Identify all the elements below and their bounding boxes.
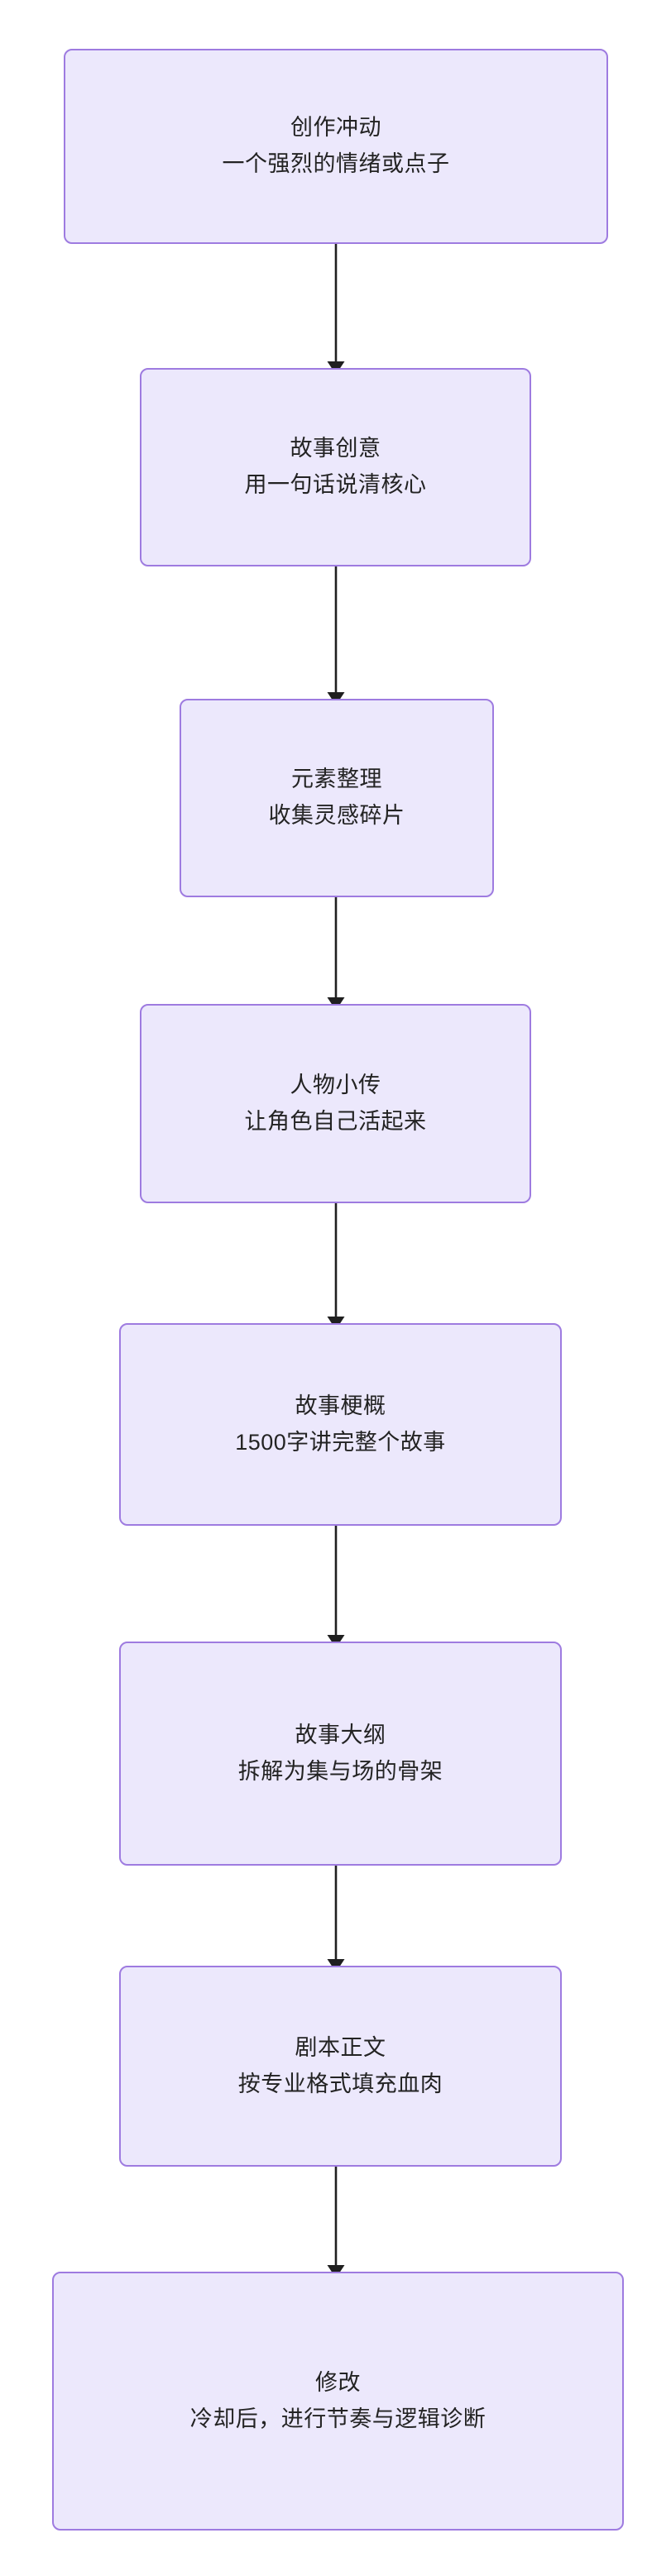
node-title: 元素整理 xyxy=(291,767,382,792)
node-subtitle: 用一句话说清核心 xyxy=(244,472,427,497)
node-story-outline[interactable]: 故事大纲 拆解为集与场的骨架 xyxy=(119,1642,562,1866)
node-subtitle: 1500字讲完整个故事 xyxy=(235,1429,446,1455)
node-character-bio[interactable]: 人物小传 让角色自己活起来 xyxy=(140,1004,531,1203)
node-subtitle: 拆解为集与场的骨架 xyxy=(237,1758,443,1784)
node-story-synopsis[interactable]: 故事梗概 1500字讲完整个故事 xyxy=(119,1323,562,1526)
node-title: 故事梗概 xyxy=(295,1393,386,1418)
node-subtitle: 冷却后，进行节奏与逻辑诊断 xyxy=(189,2406,486,2431)
node-creative-impulse[interactable]: 创作冲动 一个强烈的情绪或点子 xyxy=(64,49,608,244)
node-story-idea[interactable]: 故事创意 用一句话说清核心 xyxy=(140,368,531,566)
node-title: 故事创意 xyxy=(290,436,381,461)
node-title: 剧本正文 xyxy=(295,2034,386,2060)
node-revision[interactable]: 修改 冷却后，进行节奏与逻辑诊断 xyxy=(52,2272,624,2531)
node-title: 修改 xyxy=(315,2369,361,2395)
node-element-collection[interactable]: 元素整理 收集灵感碎片 xyxy=(180,699,494,897)
node-title: 故事大纲 xyxy=(295,1722,386,1747)
node-subtitle: 按专业格式填充血肉 xyxy=(237,2071,443,2096)
node-title: 人物小传 xyxy=(290,1072,381,1097)
node-subtitle: 一个强烈的情绪或点子 xyxy=(222,151,450,176)
node-title: 创作冲动 xyxy=(290,115,381,141)
node-screenplay-body[interactable]: 剧本正文 按专业格式填充血肉 xyxy=(119,1966,562,2167)
node-subtitle: 让角色自己活起来 xyxy=(244,1108,427,1134)
node-subtitle: 收集灵感碎片 xyxy=(268,803,405,828)
